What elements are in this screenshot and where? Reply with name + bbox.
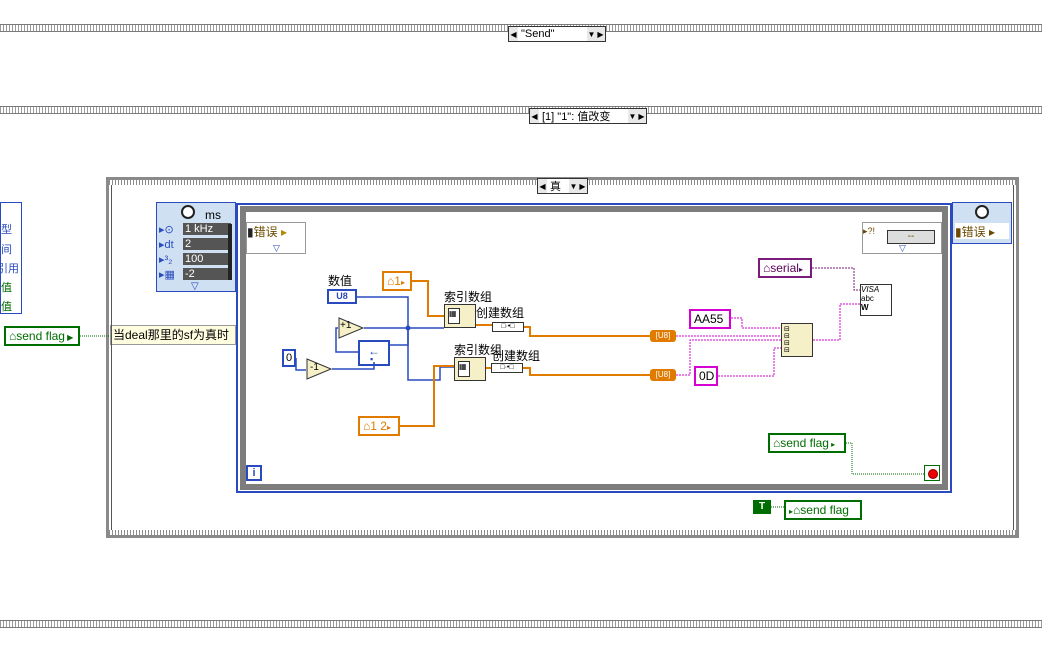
outer-case-selector[interactable]: ◀ "Send" ▼ ▶ bbox=[508, 26, 606, 42]
to-u8-node-2[interactable]: [U8] bbox=[650, 369, 676, 381]
const-zero[interactable]: 0 bbox=[282, 349, 296, 367]
event-data-item: 值 bbox=[1, 282, 12, 294]
increment-node[interactable] bbox=[338, 317, 364, 339]
event-case-selector-label: [1] "1": 值改变 bbox=[539, 109, 628, 123]
clock-icon bbox=[975, 205, 989, 219]
input-node-scrollbar bbox=[228, 224, 232, 280]
const-one[interactable]: ⌂1▸ bbox=[382, 271, 412, 291]
const-one-two[interactable]: ⌂1 2▸ bbox=[358, 416, 400, 436]
index-array-1[interactable]: ▦ bbox=[444, 304, 476, 328]
case-selector[interactable]: ◀ 真 ▼ ▶ bbox=[537, 178, 588, 194]
build-array-1-label: 创建数组 bbox=[476, 306, 525, 320]
timing-unit: ms bbox=[205, 208, 221, 222]
build-array-1[interactable]: □·•□ bbox=[492, 322, 524, 332]
true-constant[interactable]: T bbox=[753, 500, 771, 514]
send-flag-local-inner[interactable]: ⌂send flag ▸ bbox=[768, 433, 846, 453]
const-0d[interactable]: 0D bbox=[694, 366, 718, 386]
triangle-icon: ▶ bbox=[64, 333, 74, 342]
dropdown-arrow-icon[interactable]: ▼ bbox=[587, 29, 596, 39]
visa-write-node[interactable]: VISA abc W bbox=[860, 284, 892, 316]
decrement-arrow-icon[interactable]: ◀ bbox=[510, 29, 517, 39]
send-flag-local-left[interactable]: ⌂send flag ▶ bbox=[4, 326, 80, 346]
outer-case-selector-label: "Send" bbox=[518, 27, 587, 41]
index-array-1-label: 索引数组 bbox=[444, 290, 493, 304]
event-structure-top-border bbox=[0, 106, 1042, 114]
timing-source-row: ▸⊙1 kHz bbox=[159, 223, 231, 236]
house-icon: ⌂ bbox=[773, 436, 781, 450]
event-data-item: 值 bbox=[1, 301, 12, 313]
event-data-item: 引用 bbox=[0, 263, 19, 275]
index-array-2[interactable]: ▦ bbox=[454, 357, 486, 381]
event-data-node[interactable]: 型 间 引用 值 值 bbox=[0, 202, 22, 314]
house-icon: ⌂ bbox=[363, 419, 371, 433]
event-structure-bottom-border bbox=[0, 620, 1042, 628]
event-data-item: 型 bbox=[1, 224, 12, 236]
left-data-node-error[interactable]: ▮错误 ▸ ▽ bbox=[246, 222, 306, 254]
increment-arrow-icon[interactable]: ▶ bbox=[579, 181, 586, 191]
numeric-label: 数值 bbox=[328, 274, 353, 288]
build-array-2[interactable]: □·•□ bbox=[491, 363, 523, 373]
index-array-2-label: 索引数组 bbox=[454, 343, 503, 357]
event-data-item: 间 bbox=[1, 244, 12, 256]
stop-condition-terminal[interactable] bbox=[924, 465, 940, 481]
house-icon: ⌂ bbox=[387, 274, 395, 288]
iteration-terminal: i bbox=[246, 465, 262, 481]
right-data-node-error[interactable]: ▸?! -- ▽ bbox=[862, 222, 942, 254]
dropdown-arrow-icon[interactable]: ▼ bbox=[569, 181, 578, 191]
timed-loop-output-node[interactable]: ▮错误 ▸ bbox=[952, 202, 1012, 244]
chevron-down-icon: ▽ bbox=[191, 281, 199, 292]
increment-arrow-icon[interactable]: ▶ bbox=[638, 111, 645, 121]
comment-label: 当deal那里的sf为真时 bbox=[110, 325, 236, 345]
dropdown-arrow-icon[interactable]: ▼ bbox=[628, 111, 637, 121]
timed-loop bbox=[236, 203, 952, 493]
increment-arrow-icon[interactable]: ▶ bbox=[597, 29, 604, 39]
to-u8-node-1[interactable]: [U8] bbox=[650, 330, 676, 342]
decrement-arrow-icon[interactable]: ◀ bbox=[539, 181, 546, 191]
const-aa55[interactable]: AA55 bbox=[689, 309, 731, 329]
decrement-label: -1 bbox=[310, 362, 319, 373]
send-flag-local-bottom[interactable]: ▸⌂send flag bbox=[784, 500, 862, 520]
loop-inner-frame bbox=[240, 206, 948, 490]
build-array-2-label: 创建数组 bbox=[492, 349, 541, 363]
house-icon: ⌂ bbox=[793, 503, 801, 517]
case-selector-label: 真 bbox=[547, 179, 569, 193]
decrement-arrow-icon[interactable]: ◀ bbox=[531, 111, 538, 121]
clock-icon bbox=[181, 205, 195, 219]
event-case-selector[interactable]: ◀ [1] "1": 值改变 ▼ ▶ bbox=[529, 108, 647, 124]
house-icon: ⌂ bbox=[9, 329, 17, 343]
house-icon: ⌂ bbox=[763, 261, 771, 275]
timing-processor-row: ▸▦-2 bbox=[159, 268, 231, 281]
case-bottom-hatch bbox=[109, 530, 1016, 535]
decrement-node[interactable] bbox=[306, 358, 332, 380]
increment-label: +1 bbox=[340, 320, 352, 331]
numeric-u8-terminal[interactable]: U8 bbox=[327, 289, 357, 304]
concatenate-strings-node[interactable]: ⊟⊟⊟⊟ bbox=[781, 323, 813, 357]
serial-local-variable[interactable]: ⌂serial▸ bbox=[758, 258, 812, 278]
